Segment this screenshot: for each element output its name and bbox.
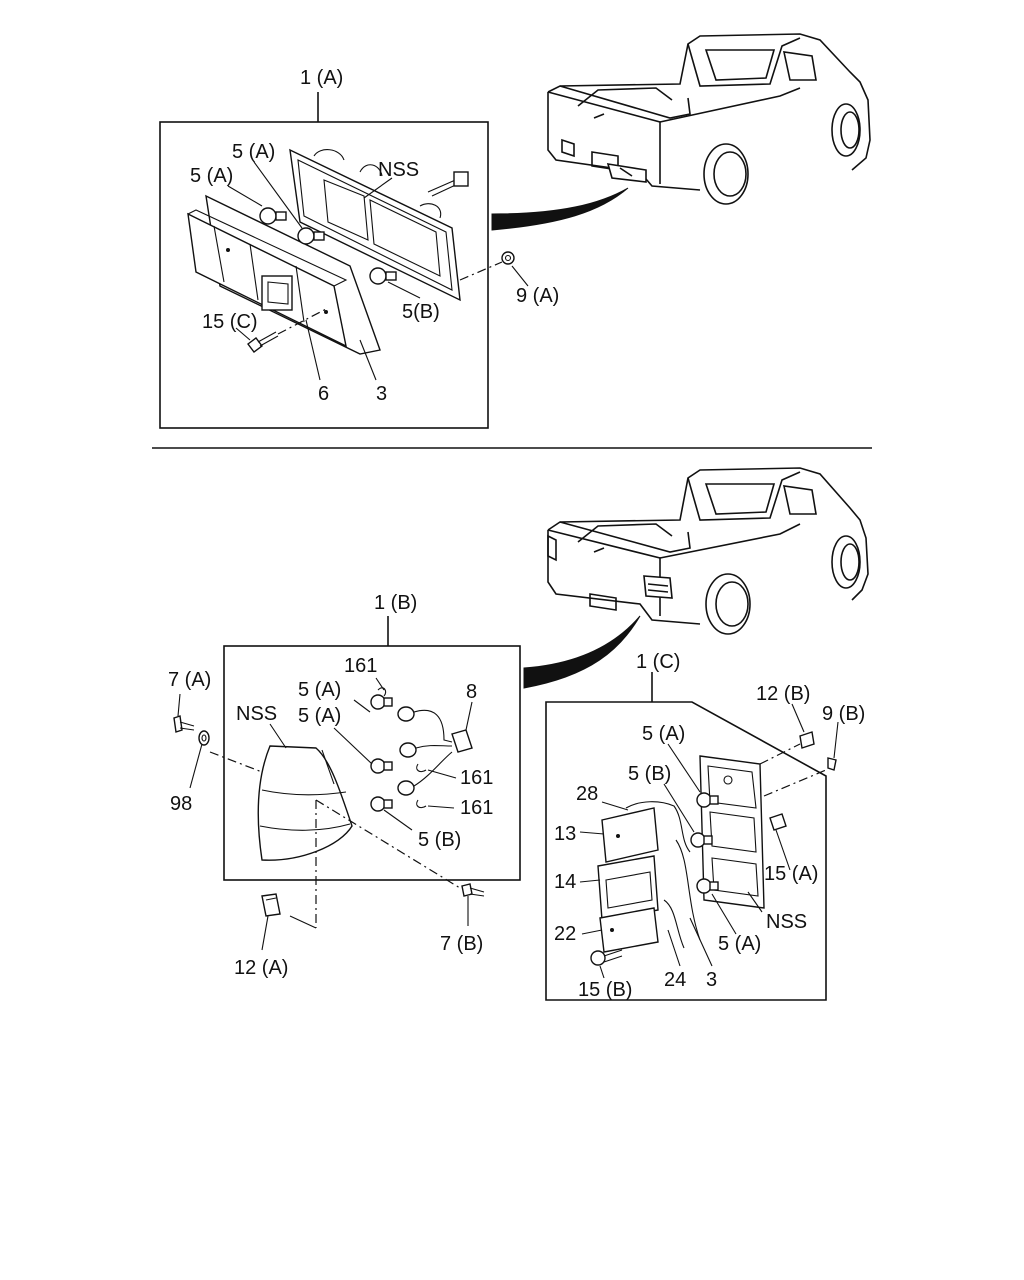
callout-lens-6: 6 — [318, 383, 329, 405]
callout-gasket-3: 3 — [376, 383, 387, 405]
callout-nut-9a: 9 (A) — [516, 285, 559, 307]
callout-clip-nut-12a: 12 (A) — [234, 957, 288, 979]
callout-screw-15b: 15 (B) — [578, 979, 632, 1001]
callout-clip-9b: 9 (B) — [822, 703, 865, 725]
detail-box-1c — [545, 701, 827, 1001]
bulb-icon — [370, 758, 393, 774]
callout-lens-13: 13 — [554, 823, 576, 845]
lamp-housing-1c — [699, 755, 765, 909]
nut-icon — [501, 251, 515, 265]
gasket-3 — [675, 839, 701, 941]
callout-clip-161: 161 — [460, 797, 493, 819]
callout-gasket-28: 28 — [576, 783, 598, 805]
callout-bolt-7a: 7 (A) — [168, 669, 211, 691]
screw-icon — [769, 813, 787, 831]
bulb-icon — [696, 878, 719, 894]
bolt-icon — [461, 883, 485, 897]
pickup-truck-illustration-bottom — [547, 467, 869, 635]
callout-bulb-5a: 5 (A) — [718, 933, 761, 955]
clip-icon — [827, 757, 837, 771]
callout-bolt-7b: 7 (B) — [440, 933, 483, 955]
callout-bulb-5b: 5 (B) — [418, 829, 461, 851]
callout-nss: NSS — [766, 911, 807, 933]
lamp-housing-1a — [289, 148, 469, 302]
lens-14 — [597, 855, 659, 921]
lens-13 — [601, 807, 659, 863]
pointer-arrow-top — [491, 187, 629, 231]
leader-lines-1c — [579, 703, 839, 979]
callout-bulb-5b: 5(B) — [402, 301, 440, 323]
clip-icon — [377, 687, 427, 809]
bulb-icon — [690, 832, 713, 848]
bulb-icon — [259, 207, 287, 225]
clip-nut-icon — [261, 893, 281, 917]
callout-nss: NSS — [378, 159, 419, 181]
bolt-icon — [173, 715, 195, 733]
bulb-icon — [370, 796, 393, 812]
pointer-arrow-bottom — [523, 615, 641, 689]
nut-icon — [799, 731, 815, 749]
detail-box-1b — [223, 645, 521, 881]
top-assembly: 1 (A) — [159, 33, 871, 429]
bulb-icon — [370, 694, 393, 710]
label-1b: 1 (B) — [374, 592, 417, 614]
bottom-assembly: 1 (B) — [168, 467, 869, 1001]
callout-bulb-5a: 5 (A) — [642, 723, 685, 745]
callout-lens-14: 14 — [554, 871, 576, 893]
screw-icon — [247, 331, 279, 353]
callout-connector-8: 8 — [466, 681, 477, 703]
socket-harness — [397, 706, 473, 796]
callout-bulb-5a: 5 (A) — [232, 141, 275, 163]
label-1a: 1 (A) — [300, 67, 343, 89]
label-1c: 1 (C) — [636, 651, 680, 673]
callout-screw-15c: 15 (C) — [202, 311, 258, 333]
detail-box-1a — [159, 121, 489, 429]
lens-22 — [599, 907, 659, 953]
callout-clip-161: 161 — [460, 767, 493, 789]
bulb-icon — [297, 227, 325, 245]
callout-bulb-5a: 5 (A) — [298, 705, 341, 727]
bulb-icon — [696, 792, 719, 808]
lens-1a — [187, 209, 348, 348]
callout-screw-15a: 15 (A) — [764, 863, 818, 885]
callout-bulb-5a: 5 (A) — [190, 165, 233, 187]
callout-lens-22: 22 — [554, 923, 576, 945]
washer-icon — [198, 730, 210, 746]
tail-lamp-lens-1b — [257, 745, 353, 861]
callout-bulb-5b: 5 (B) — [628, 763, 671, 785]
callout-gasket-3: 3 — [706, 969, 717, 991]
gasket-28 — [625, 801, 691, 853]
screw-icon — [590, 949, 623, 966]
callout-bulb-5a: 5 (A) — [298, 679, 341, 701]
callout-nss: NSS — [236, 703, 277, 725]
gasket-24 — [663, 899, 685, 949]
callout-gasket-24: 24 — [664, 969, 686, 991]
leader-lines-top — [227, 161, 529, 381]
callout-clip-161: 161 — [344, 655, 377, 677]
callout-washer-98: 98 — [170, 793, 192, 815]
pickup-truck-illustration-top — [547, 33, 871, 205]
callout-nut-12b: 12 (B) — [756, 683, 810, 705]
leader-lines-1b — [177, 677, 473, 951]
bulb-icon — [369, 267, 397, 285]
